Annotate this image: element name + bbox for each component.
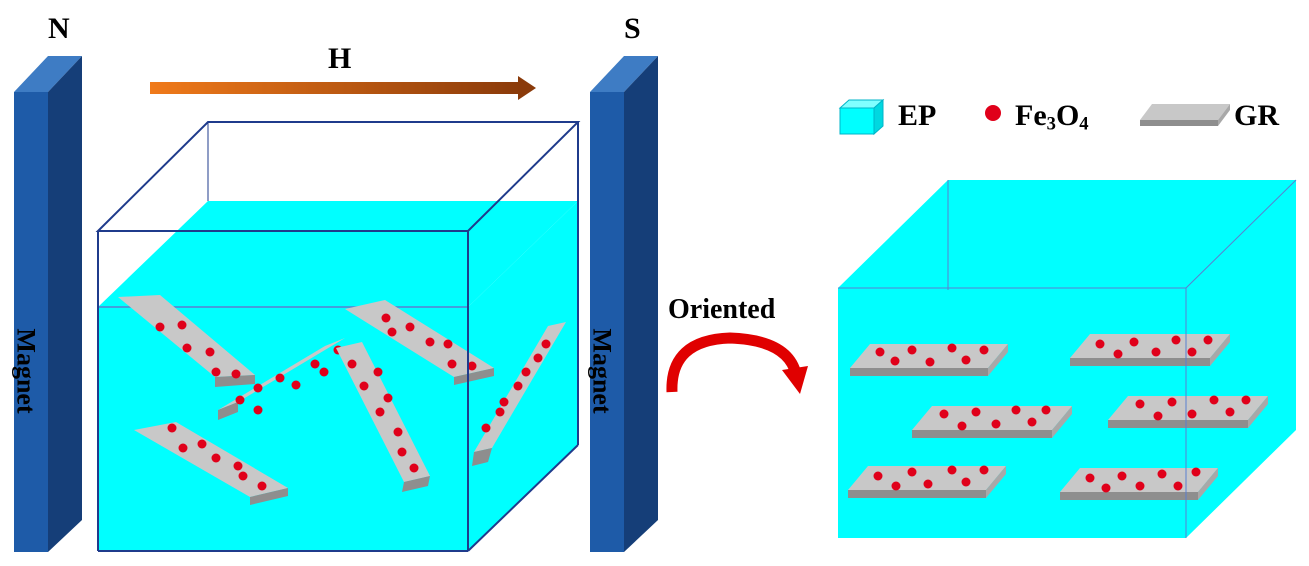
left-graphene-sheets [118,295,566,505]
right-graphene-sheets [848,288,1268,538]
graphene-sheet [912,405,1072,438]
legend-gr-label: GR [1234,99,1279,132]
curved-arrow-icon [666,332,808,394]
graphene-sheet [850,343,1008,376]
graphene-sheet [134,422,288,505]
left-container-outline [95,121,581,552]
left-magnet-label: Magnet [11,328,41,414]
graphene-sheet [218,338,345,420]
right-magnet-label: Magnet [587,328,617,414]
left-epoxy-liquid [98,201,578,551]
graphene-sheet [336,342,430,492]
north-pole-label: N [48,12,70,45]
graphene-sheet [345,300,494,385]
left-magnet [14,56,82,552]
graphene-sheet [1060,467,1218,500]
legend-fe3o4-dot-icon [985,105,1001,121]
graphene-sheet [1070,334,1230,366]
legend-gr-sheet-icon [1140,104,1230,126]
oriented-label: Oriented [668,294,776,325]
legend-fe3o4-label: Fe3O4 [1015,99,1089,135]
field-arrow [150,76,536,100]
graphene-sheet [472,322,566,466]
south-pole-label: S [624,12,641,45]
graphene-sheet [848,465,1006,498]
legend-ep-cube-icon [838,98,885,136]
legend-ep-label: EP [898,99,937,132]
graphene-sheet [1108,395,1268,428]
field-label: H [328,42,352,75]
legend [838,98,1230,136]
right-magnet [590,56,658,552]
graphene-sheet [118,295,255,387]
